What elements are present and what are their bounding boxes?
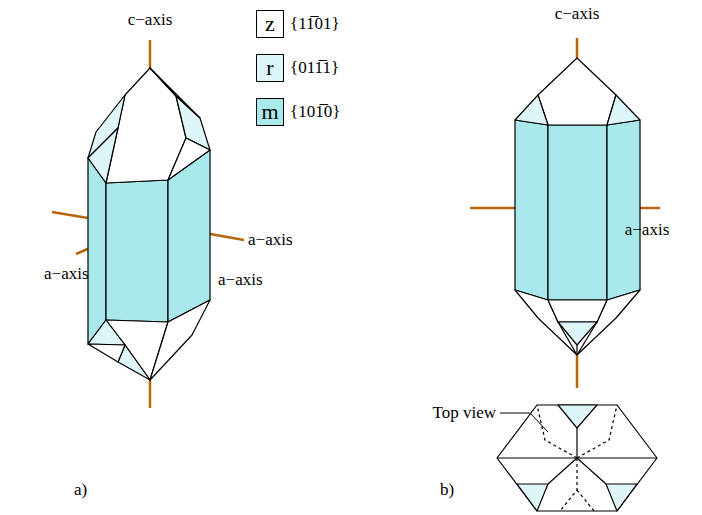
legend-swatch: m: [256, 98, 284, 126]
miller-index: {011̅1}: [290, 58, 339, 78]
panel-label: a): [74, 480, 87, 500]
axis-label: c−axis: [128, 10, 173, 30]
legend-text: m: [261, 99, 278, 125]
axis-label: c−axis: [555, 4, 600, 24]
panel-label: b): [440, 480, 454, 500]
view-label: Top view: [433, 403, 497, 423]
miller-index: {11̅01}: [290, 14, 340, 34]
axis-label: a−axis: [625, 220, 670, 240]
miller-index: {101̅0}: [290, 102, 340, 122]
legend-swatch: z: [256, 10, 284, 38]
axis-label: a−axis: [248, 230, 293, 250]
axis-label: a−axis: [218, 270, 263, 290]
legend-swatch: r: [256, 54, 284, 82]
axis-label: a−axis: [44, 264, 89, 284]
legend-text: r: [266, 55, 273, 81]
legend-text: z: [265, 11, 275, 37]
